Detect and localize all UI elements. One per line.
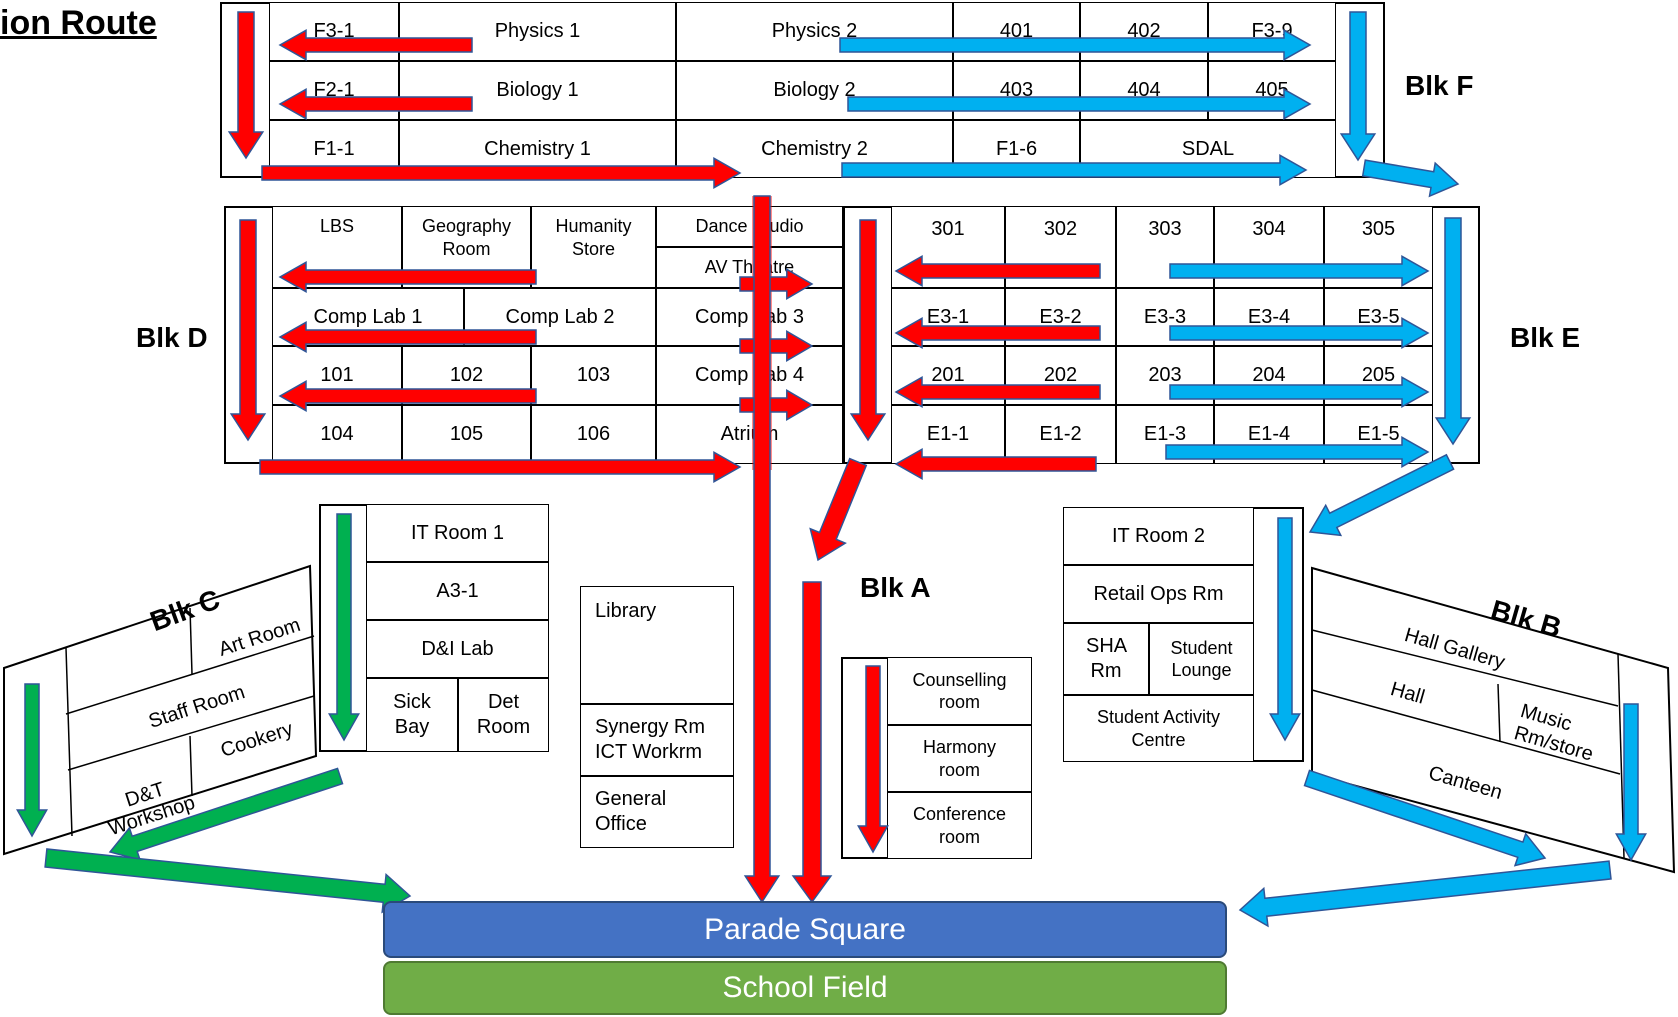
- room-cell: Synergy Rm ICT Workrm: [580, 704, 734, 776]
- route-arrow: [849, 219, 887, 442]
- route-arrow: [1303, 769, 1547, 867]
- route-arrow: [894, 448, 1097, 480]
- route-arrow: [1169, 255, 1430, 287]
- route-arrow: [1434, 217, 1472, 446]
- room-cell: 103: [531, 346, 656, 405]
- route-arrow: [1308, 453, 1455, 537]
- room-cell: Dance Studio: [656, 206, 843, 247]
- room-cell: E3-3: [1116, 288, 1214, 346]
- room-cell: Student Activity Centre: [1063, 695, 1254, 762]
- route-arrow: [227, 11, 265, 160]
- block-a-label: Blk A: [860, 572, 931, 603]
- route-arrow: [809, 457, 868, 562]
- route-arrow: [108, 767, 344, 861]
- route-arrow: [278, 29, 473, 61]
- route-arrow: [16, 683, 48, 838]
- route-arrow: [229, 219, 267, 442]
- route-arrow: [278, 261, 537, 293]
- room-cell: IT Room 1: [366, 504, 549, 562]
- route-arrow: [278, 380, 537, 412]
- room-cell: 106: [531, 405, 656, 464]
- route-arrow: [328, 513, 360, 742]
- room-cell: Humanity Store: [531, 206, 656, 288]
- room-cell: Comp Lab 4: [656, 346, 843, 405]
- route-arrow: [1615, 703, 1647, 862]
- room-cell: SHA Rm: [1063, 623, 1149, 695]
- route-arrow: [841, 154, 1308, 186]
- route-arrow: [1165, 436, 1430, 468]
- block-f-label: Blk F: [1405, 70, 1474, 101]
- page-title: ion Route: [0, 4, 157, 42]
- room-cell: IT Room 2: [1063, 507, 1254, 565]
- block-c-outline: [3, 564, 318, 856]
- room-cell: Counselling room: [887, 657, 1032, 725]
- room-cell: Biology 1: [399, 61, 676, 120]
- room-cell: E1-2: [1005, 405, 1116, 464]
- route-arrow: [739, 329, 814, 363]
- school-field: School Field: [383, 961, 1227, 1015]
- room-cell: Retail Ops Rm: [1063, 565, 1254, 623]
- room-cell: Det Room: [458, 678, 549, 752]
- room-cell: Student Lounge: [1149, 623, 1254, 695]
- route-arrow: [278, 88, 473, 120]
- route-arrow: [278, 321, 537, 353]
- route-arrow: [44, 848, 412, 914]
- room-cell: Library: [580, 586, 734, 704]
- route-arrow: [894, 317, 1101, 349]
- route-arrow: [894, 376, 1101, 408]
- route-arrow: [857, 665, 889, 854]
- route-arrow: [261, 157, 742, 189]
- room-cell: Atrium: [656, 405, 843, 464]
- route-arrow: [847, 88, 1312, 120]
- room-cell: E1-1: [891, 405, 1005, 464]
- route-arrow: [259, 451, 742, 483]
- route-arrow: [1238, 860, 1612, 928]
- route-arrow: [1169, 317, 1430, 349]
- route-arrow: [894, 255, 1101, 287]
- route-arrow: [1169, 376, 1430, 408]
- room-cell: 104: [272, 405, 402, 464]
- room-cell: A3-1: [366, 562, 549, 620]
- room-cell: Sick Bay: [366, 678, 458, 752]
- route-arrow: [791, 581, 833, 904]
- room-cell: Physics 1: [399, 2, 676, 61]
- block-b-outline: [1311, 566, 1676, 874]
- route-arrow: [1269, 517, 1301, 742]
- room-cell: General Office: [580, 776, 734, 848]
- route-arrow: [1361, 159, 1460, 198]
- room-cell: Conference room: [887, 792, 1032, 859]
- route-arrow: [1339, 11, 1377, 162]
- parade-square: Parade Square: [383, 901, 1227, 958]
- route-arrow: [743, 195, 781, 904]
- route-arrow: [739, 267, 814, 301]
- block-d-label: Blk D: [136, 322, 208, 353]
- room-cell: D&I Lab: [366, 620, 549, 678]
- route-arrow: [839, 29, 1312, 61]
- route-arrow: [739, 388, 814, 422]
- block-e-label: Blk E: [1510, 322, 1581, 353]
- room-cell: Harmony room: [887, 725, 1032, 792]
